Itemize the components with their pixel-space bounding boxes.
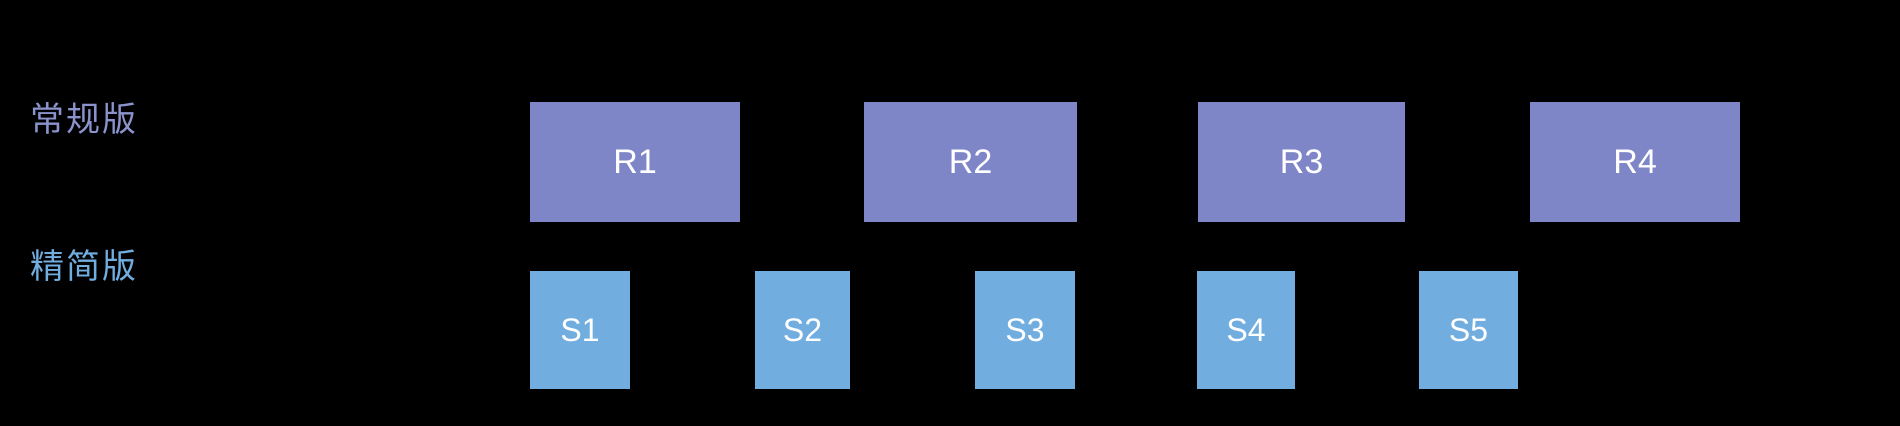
row-label-regular: 常规版 bbox=[30, 100, 138, 140]
block-r4-label: R4 bbox=[1613, 142, 1657, 181]
block-r3[interactable]: R3 bbox=[1198, 102, 1405, 222]
block-s2-label: S2 bbox=[782, 311, 823, 348]
block-s4[interactable]: S4 bbox=[1197, 271, 1295, 389]
block-r3-label: R3 bbox=[1279, 142, 1324, 181]
block-r1-label: R1 bbox=[613, 142, 657, 181]
block-r4[interactable]: R4 bbox=[1530, 102, 1740, 222]
block-s3[interactable]: S3 bbox=[975, 271, 1075, 389]
block-s5[interactable]: S5 bbox=[1419, 271, 1518, 389]
block-s1[interactable]: S1 bbox=[530, 271, 630, 389]
block-r2[interactable]: R2 bbox=[864, 102, 1077, 222]
block-s4-label: S4 bbox=[1226, 311, 1266, 348]
row-label-simple: 精简版 bbox=[30, 247, 138, 287]
block-s2[interactable]: S2 bbox=[755, 271, 850, 389]
block-s5-label: S5 bbox=[1448, 311, 1489, 348]
block-s1-label: S1 bbox=[560, 311, 600, 348]
block-r1[interactable]: R1 bbox=[530, 102, 740, 222]
block-r2-label: R2 bbox=[948, 142, 993, 181]
block-s3-label: S3 bbox=[1005, 311, 1045, 348]
